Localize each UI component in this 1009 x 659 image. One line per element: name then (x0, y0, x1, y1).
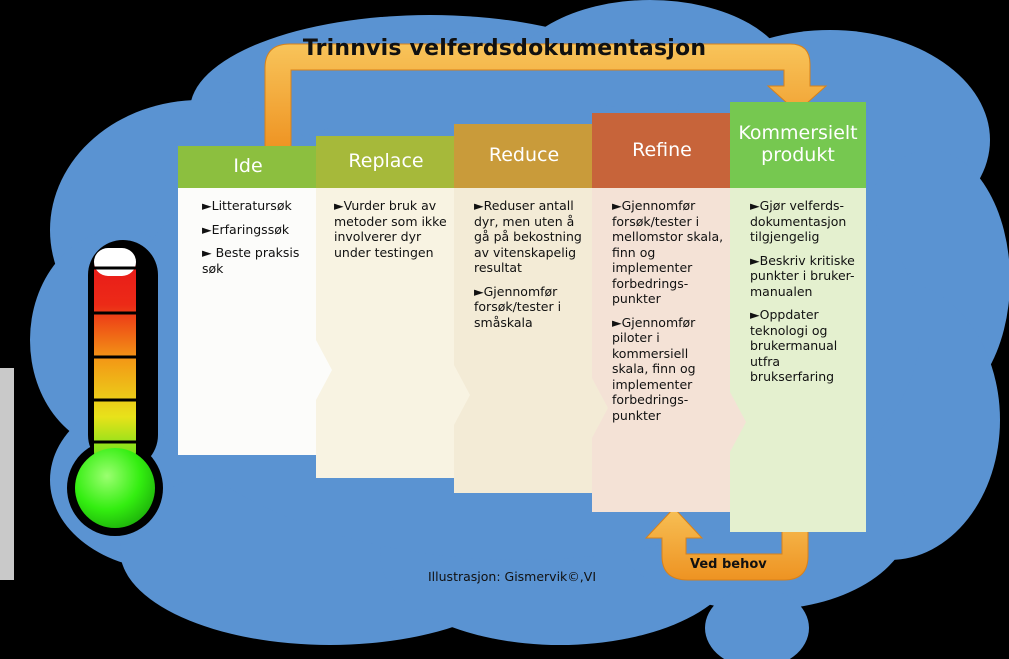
feedback-label: Ved behov (690, 557, 767, 572)
column-header-reduce: Reduce (488, 144, 560, 167)
column-body-ide: ►Litteratursøk ►Erfaringssøk ► Beste pra… (194, 192, 316, 284)
bullet: ►Gjør velferds-dokumentasjon tilgjengeli… (750, 198, 847, 244)
column-body-replace: ►Vurder bruk av metoder som ikke involve… (326, 192, 454, 268)
bullet: ►Gjennomfør forsøk/tester i småskala (474, 283, 562, 330)
ide-header-bg (178, 146, 318, 188)
produkt-body (730, 188, 866, 532)
column-header-replace: Replace (348, 150, 424, 173)
column-ide: Ide (178, 146, 318, 188)
reduce-header-bg (454, 124, 594, 188)
column-bodies (178, 188, 866, 532)
top-cycle-arrow (264, 43, 828, 151)
ide-body (178, 188, 334, 455)
column-headers (178, 102, 866, 188)
bullet: ►Oppdater teknologi og brukermanual utfr… (750, 307, 838, 384)
bullet: ►Vurder bruk av metoder som ikke involve… (334, 198, 447, 260)
bullet: ►Erfaringssøk (202, 221, 290, 237)
column-header-produkt: Kommersielt produkt (738, 122, 858, 166)
column-body-refine: ►Gjennomfør forsøk/tester i mellomstor s… (604, 192, 730, 431)
bullet: ►Litteratursøk (202, 198, 292, 213)
diagram-title: Trinnvis velferdsdokumentasjon (302, 36, 707, 61)
left-edge-fragment (0, 368, 14, 580)
bullet: ►Reduser antall dyr, men uten å gå på be… (474, 198, 582, 275)
refine-body (592, 188, 748, 512)
replace-header-bg (316, 136, 456, 188)
column-produkt: Kommersielt produkt (730, 102, 866, 188)
reduce-body (454, 188, 610, 493)
thermometer (67, 240, 163, 536)
column-header-ide: Ide (233, 155, 263, 178)
bullet: ►Gjennomfør forsøk/tester i mellomstor s… (612, 198, 724, 306)
bullet: ► Beste praksis søk (202, 245, 300, 276)
bullet: ►Beskriv kritiske punkter i bruker-manua… (750, 252, 855, 299)
feedback-arrow (644, 501, 809, 581)
column-header-refine: Refine (632, 138, 692, 161)
column-reduce: Reduce (454, 124, 594, 188)
column-replace: Replace (316, 136, 456, 188)
column-body-produkt: ►Gjør velferds-dokumentasjon tilgjengeli… (742, 192, 866, 393)
refine-header-bg (592, 113, 732, 188)
column-refine: Refine (592, 113, 732, 188)
illustration-credit: Illustrasjon: Gismervik©,VI (428, 569, 597, 584)
column-body-reduce: ►Reduser antall dyr, men uten å gå på be… (466, 192, 592, 338)
produkt-header-bg (730, 102, 866, 188)
bullet: ►Gjennomfør piloter i kommersiell skala,… (612, 314, 696, 423)
replace-body (316, 188, 472, 478)
